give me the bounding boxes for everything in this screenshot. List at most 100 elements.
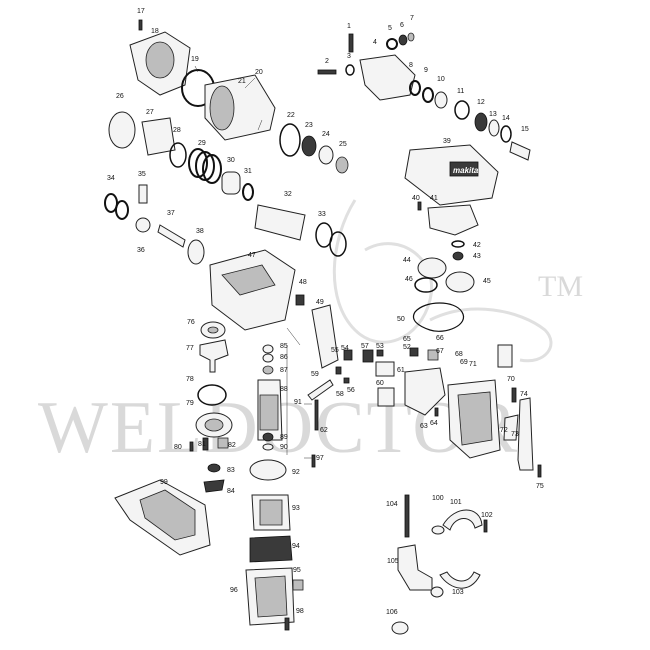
part-label-71: 71 — [469, 361, 477, 368]
part-oring-42 — [451, 240, 465, 248]
part-label-29: 29 — [198, 140, 206, 147]
part-gasket-50 — [412, 302, 465, 332]
part-lever-59 — [307, 379, 334, 401]
part-label-80: 80 — [174, 444, 182, 451]
part-sleeve-15 — [509, 141, 531, 161]
part-sleeve-26 — [108, 111, 136, 149]
part-ring-28 — [169, 142, 187, 168]
part-ring-5 — [386, 38, 398, 50]
part-label-61: 61 — [397, 367, 405, 374]
part-label-3: 3 — [347, 53, 351, 60]
part-label-10: 10 — [437, 76, 445, 83]
part-screw-70 — [511, 387, 517, 403]
part-label-64: 64 — [430, 420, 438, 427]
part-label-93: 93 — [292, 505, 300, 512]
part-screw-80 — [189, 441, 194, 452]
part-housing-96-window — [254, 575, 288, 618]
watermark-swoosh — [332, 199, 433, 344]
part-label-44: 44 — [403, 257, 411, 264]
part-gear-77 — [199, 339, 229, 373]
part-cap-41 — [427, 204, 479, 236]
part-label-41: 41 — [430, 195, 438, 202]
part-oring-31 — [242, 183, 254, 201]
part-label-97: 97 — [316, 455, 324, 462]
part-label-96: 96 — [230, 587, 238, 594]
part-housing-18-bore — [145, 41, 175, 79]
part-bearing-38 — [187, 239, 205, 265]
part-ring-22 — [279, 123, 301, 157]
part-holder-49 — [311, 304, 339, 369]
part-band-103 — [439, 571, 481, 589]
part-label-43: 43 — [473, 253, 481, 260]
motor-group — [189, 321, 304, 631]
part-label-65: 65 — [403, 336, 411, 343]
part-label-81: 81 — [198, 441, 206, 448]
part-screw-75 — [537, 464, 542, 478]
part-tool-holder-32 — [254, 204, 306, 241]
part-label-30: 30 — [227, 157, 235, 164]
part-label-20: 20 — [255, 69, 263, 76]
part-ring-46 — [414, 277, 438, 293]
part-screw-64 — [434, 407, 439, 417]
part-label-87: 87 — [280, 367, 288, 374]
part-label-8: 8 — [409, 62, 413, 69]
part-label-101: 101 — [450, 499, 462, 506]
part-label-6: 6 — [400, 22, 404, 29]
part-label-102: 102 — [481, 512, 493, 519]
part-label-70: 70 — [507, 376, 515, 383]
part-label-95: 95 — [293, 567, 301, 574]
part-label-58: 58 — [336, 391, 344, 398]
watermark-trademark: TM — [538, 270, 583, 303]
part-bearing-76-bore — [207, 326, 219, 334]
part-piston-27 — [141, 117, 176, 156]
part-label-74: 74 — [520, 391, 528, 398]
part-washer-23 — [301, 135, 317, 157]
part-washer-85 — [262, 344, 274, 354]
part-brush-57 — [362, 349, 374, 363]
part-brush-53 — [376, 349, 384, 357]
part-striker-30 — [221, 171, 241, 195]
part-brush-84 — [203, 479, 225, 493]
part-label-26: 26 — [116, 93, 124, 100]
part-washer-24 — [318, 145, 334, 165]
part-lever-63 — [404, 367, 446, 416]
part-label-91: 91 — [294, 399, 302, 406]
part-label-32: 32 — [284, 191, 292, 198]
part-label-31: 31 — [244, 168, 252, 175]
part-label-23: 23 — [305, 122, 313, 129]
part-label-50: 50 — [397, 316, 405, 323]
part-label-103: 103 — [452, 589, 464, 596]
part-label-1: 1 — [347, 23, 351, 30]
tool-retainer-group — [317, 32, 531, 161]
part-label-25: 25 — [339, 141, 347, 148]
part-ring-12 — [474, 112, 488, 132]
part-label-27: 27 — [146, 109, 154, 116]
part-spring-29 — [188, 148, 222, 184]
part-label-19: 19 — [191, 56, 199, 63]
part-label-42: 42 — [473, 242, 481, 249]
part-screw-17 — [138, 19, 143, 31]
watermark-swoosh-2 — [429, 307, 553, 363]
part-label-88: 88 — [280, 386, 288, 393]
part-label-92: 92 — [292, 469, 300, 476]
crankcase-group — [209, 249, 446, 468]
part-label-62: 62 — [320, 427, 328, 434]
part-label-13: 13 — [489, 111, 497, 118]
part-label-12: 12 — [477, 99, 485, 106]
part-label-47: 47 — [248, 252, 256, 259]
part-rod-62 — [314, 399, 319, 431]
part-bolt-2 — [317, 69, 337, 75]
part-label-72: 72 — [500, 427, 508, 434]
leader-lines — [194, 65, 313, 459]
part-cylinder-21 — [209, 85, 235, 131]
part-band-101 — [442, 509, 483, 531]
part-label-53: 53 — [376, 343, 384, 350]
part-bearing-89 — [262, 432, 274, 442]
part-ring-3 — [345, 64, 355, 76]
part-label-73: 73 — [511, 431, 519, 438]
part-knob-106 — [391, 621, 409, 635]
part-label-56: 56 — [347, 387, 355, 394]
part-label-4: 4 — [373, 39, 377, 46]
